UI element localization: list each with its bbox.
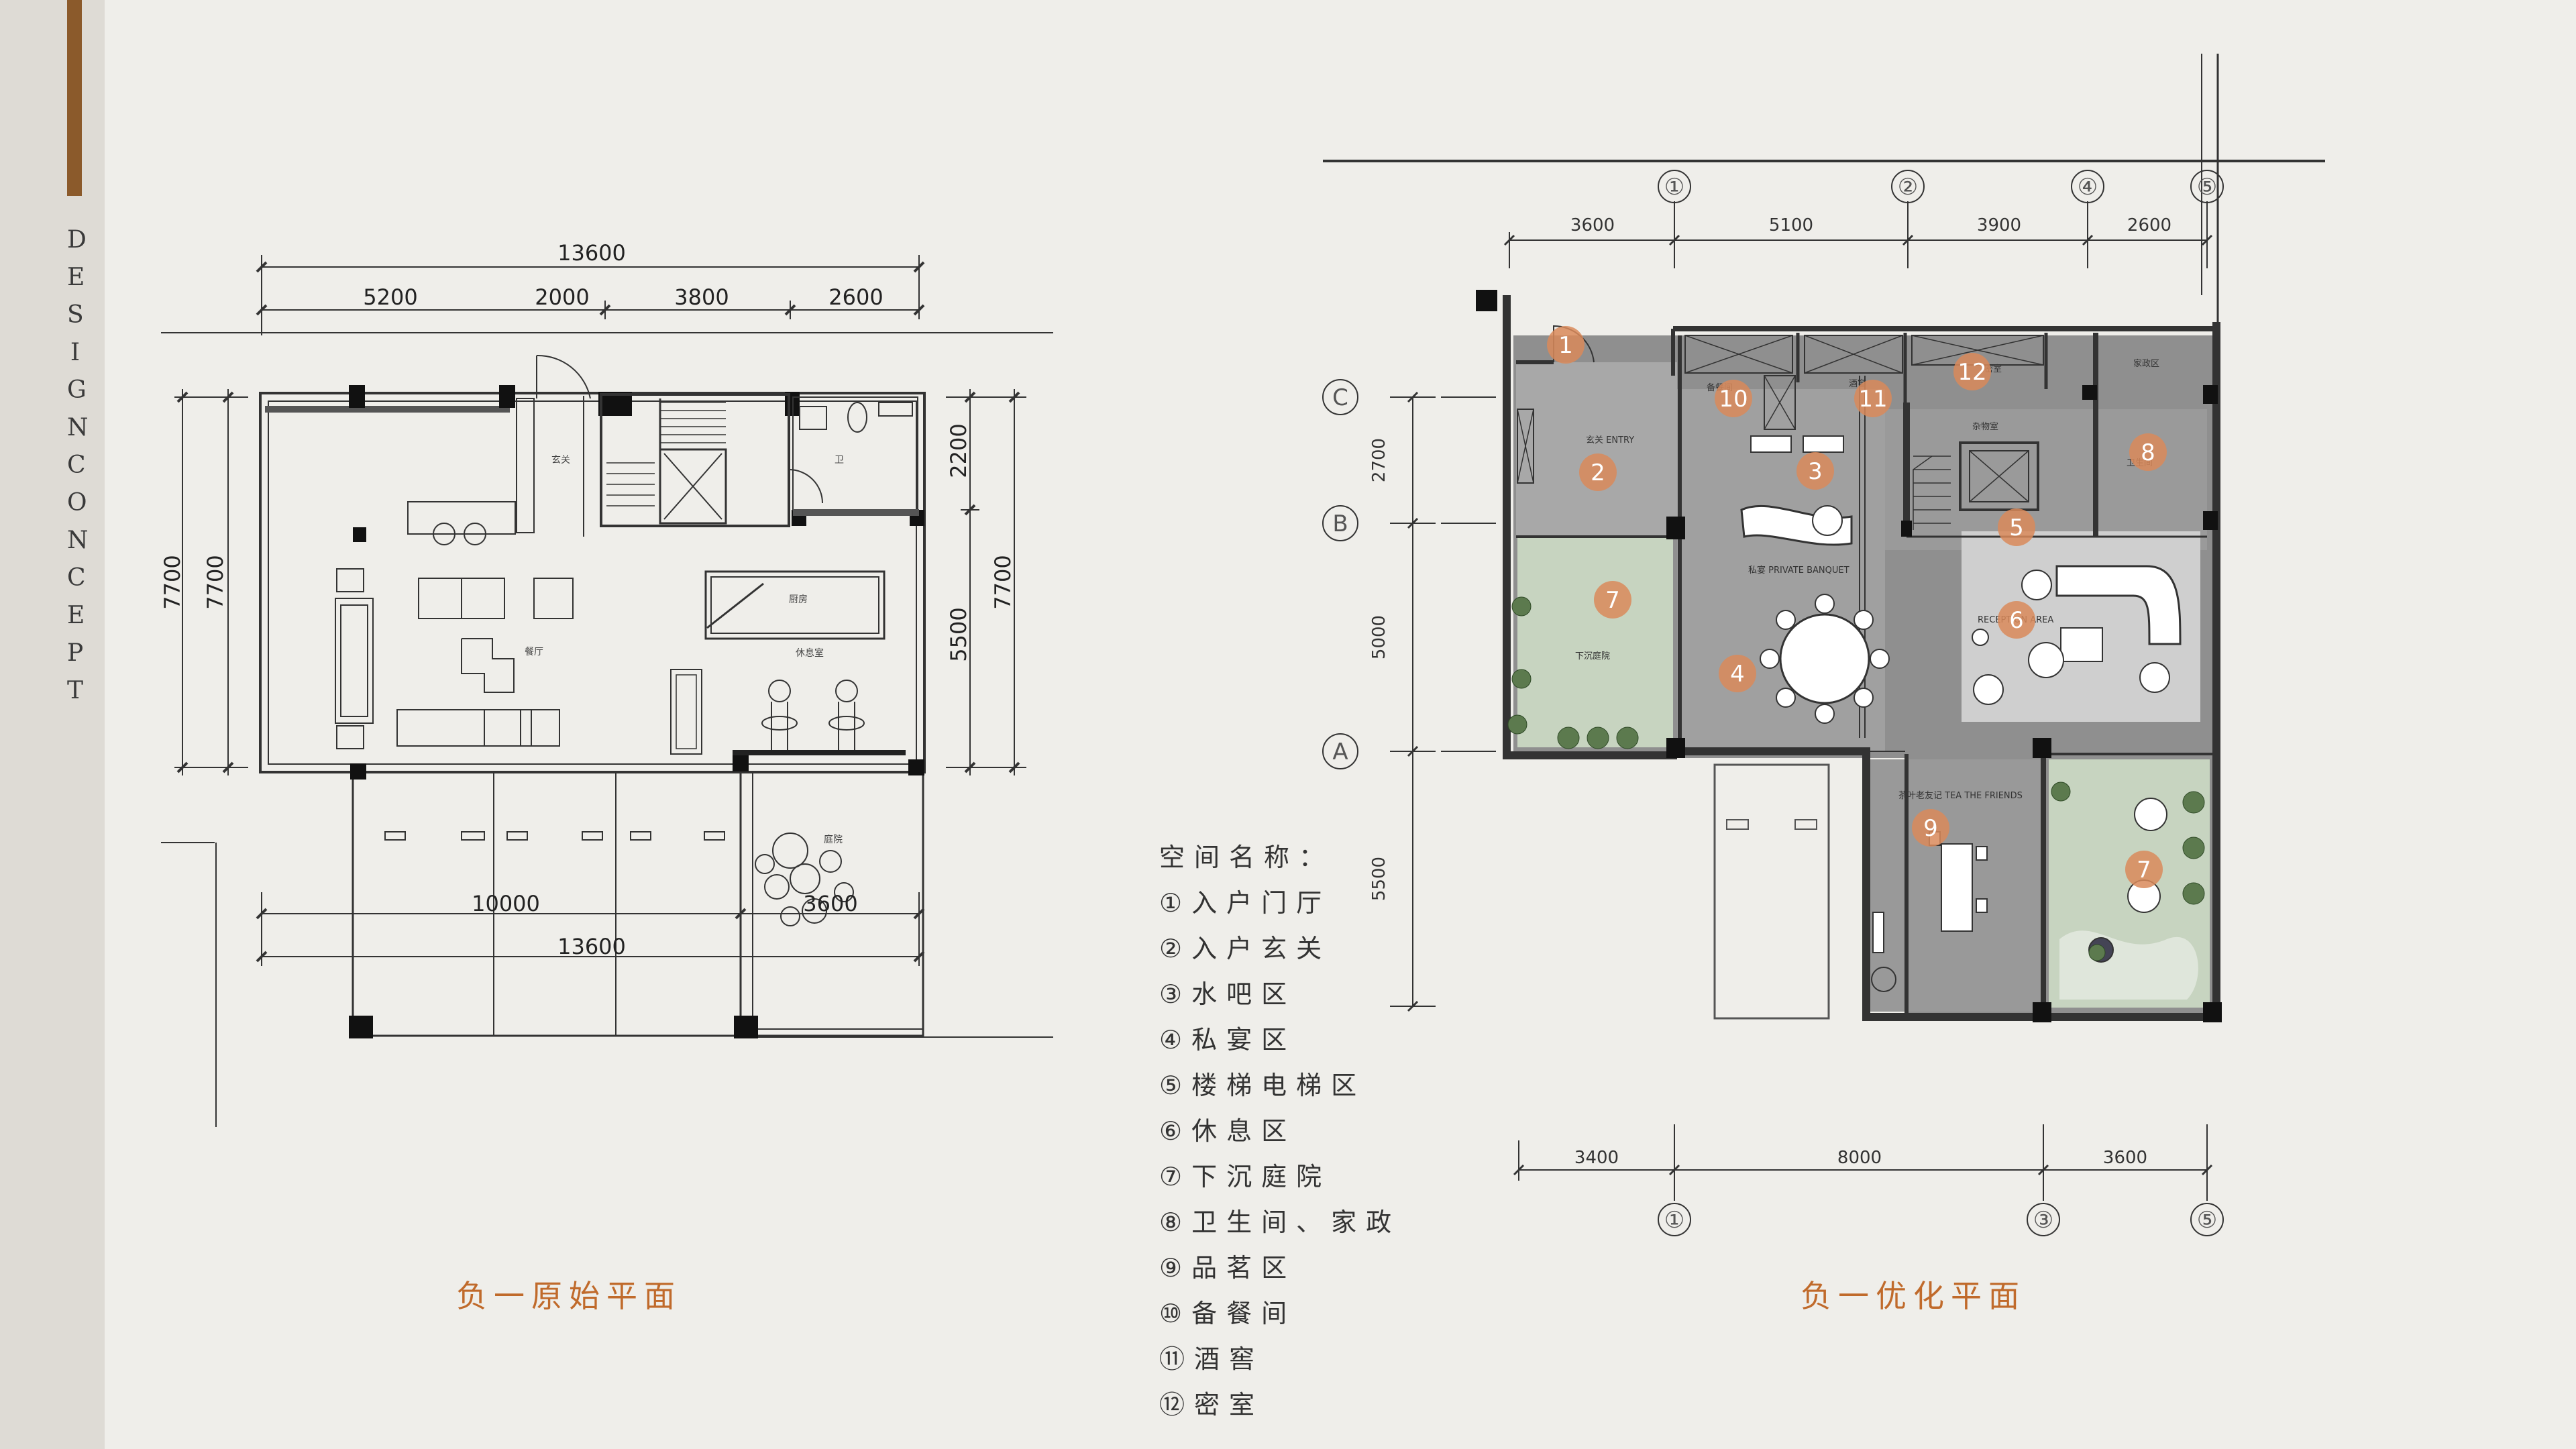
left-plan	[161, 255, 1053, 1127]
room-banquet: 私宴 PRIVATE BANQUET	[1748, 565, 1849, 576]
right-plan-caption: 负一优化平面	[1801, 1278, 2026, 1314]
legend-item-11: ⑪酒窖	[1159, 1344, 1265, 1374]
marker-5: 5	[2009, 515, 2024, 541]
dim-right-1: 2200	[946, 423, 971, 478]
left-room-dining: 餐厅	[525, 647, 543, 657]
dim-top-1: 5200	[363, 284, 417, 310]
legend-item-10: ⑩备餐间	[1159, 1299, 1297, 1328]
legend-item-5: ⑤楼梯电梯区	[1159, 1071, 1366, 1100]
rdim-top-3: 3900	[1977, 215, 2021, 235]
rdim-left-3: 5500	[1369, 857, 1389, 901]
right-plan	[1322, 54, 2325, 1236]
legend-item-3: ③水吧区	[1159, 979, 1297, 1009]
room-tea: 茶叶老友记 TEA THE FRIENDS	[1898, 790, 2023, 801]
sidebar	[0, 0, 105, 1449]
left-room-entry: 玄关	[551, 454, 570, 466]
dim-top-3: 3800	[674, 284, 729, 310]
axis-left-b: B	[1332, 511, 1348, 537]
room-courtyard: 下沉庭院	[1575, 651, 1610, 661]
legend-title: 空间名称：	[1159, 843, 1334, 872]
legend-item-7: ⑦下沉庭院	[1159, 1162, 1332, 1191]
dim-bottom-3: 13600	[557, 934, 626, 959]
dim-bottom-2: 3600	[803, 891, 857, 916]
marker-12: 12	[1957, 359, 1986, 386]
left-room-yard: 庭院	[824, 834, 843, 845]
rdim-bottom-2: 8000	[1837, 1148, 1882, 1168]
room-entry: 玄关 ENTRY	[1586, 435, 1634, 445]
legend-item-12: ⑫密室	[1159, 1390, 1265, 1419]
rdim-top-4: 2600	[2127, 215, 2171, 235]
dim-right-2: 5500	[946, 607, 971, 661]
dim-top-total: 13600	[557, 240, 626, 266]
rdim-left-1: 2700	[1369, 438, 1389, 482]
space-legend: 空间名称： ①入户门厅 ②入户玄关 ③水吧区 ④私宴区 ⑤楼梯电梯区 ⑥休息区 …	[1159, 835, 1401, 1428]
dim-bottom-1: 10000	[472, 891, 540, 916]
dim-right-3: 7700	[990, 555, 1016, 609]
axis-left-a: A	[1332, 739, 1348, 765]
marker-1: 1	[1558, 332, 1573, 359]
dim-left-1: 7700	[160, 555, 185, 609]
dim-left-2: 7700	[203, 555, 228, 609]
legend-item-9: ⑨品茗区	[1159, 1253, 1297, 1283]
rdim-top-2: 5100	[1769, 215, 1813, 235]
legend-item-8: ⑧卫生间、家政	[1159, 1208, 1401, 1237]
legend-item-4: ④私宴区	[1159, 1025, 1297, 1055]
dim-top-4: 2600	[828, 284, 883, 310]
legend-item-2: ②入户玄关	[1159, 934, 1332, 963]
marker-9: 9	[1923, 815, 1938, 842]
left-plan-caption: 负一原始平面	[456, 1278, 682, 1314]
marker-10: 10	[1719, 386, 1748, 413]
axis-bottom-5: ⑤	[2197, 1207, 2217, 1234]
vertical-title: DESIGNCONCEPT	[67, 226, 89, 704]
marker-11: 11	[1858, 386, 1887, 413]
legend-item-6: ⑥休息区	[1159, 1116, 1297, 1146]
axis-top-1: ①	[1664, 174, 1684, 201]
marker-7b: 7	[2137, 857, 2151, 883]
axis-left-c: C	[1332, 384, 1348, 411]
rdim-bottom-3: 3600	[2103, 1148, 2147, 1168]
marker-7a: 7	[1605, 587, 1620, 614]
room-markers: 1 2 3 4 5 6 7 7 8 9 10 11 12	[1547, 326, 2167, 888]
axis-top-2: ②	[1898, 174, 1918, 201]
accent-bar	[67, 0, 82, 196]
legend-item-1: ①入户门厅	[1159, 888, 1332, 918]
marker-2: 2	[1591, 460, 1605, 486]
rdim-left-2: 5000	[1369, 615, 1389, 659]
room-housework: 家政区	[2133, 358, 2159, 369]
dim-top-2: 2000	[535, 284, 589, 310]
room-storage: 杂物室	[1972, 421, 1998, 432]
marker-8: 8	[2141, 439, 2155, 466]
axis-top-5: ⑤	[2197, 174, 2217, 201]
axis-bottom-3: ③	[2033, 1207, 2053, 1234]
marker-4: 4	[1730, 661, 1745, 688]
axis-top-4: ④	[2078, 174, 2098, 201]
left-room-kitchen: 厨房	[789, 594, 808, 605]
left-room-toilet: 卫	[835, 455, 844, 466]
marker-6: 6	[2009, 607, 2024, 634]
marker-3: 3	[1808, 458, 1823, 485]
axis-bottom-1: ①	[1664, 1207, 1684, 1234]
rdim-bottom-1: 3400	[1574, 1148, 1619, 1168]
left-room-lounge: 休息室	[796, 647, 824, 659]
rdim-top-1: 3600	[1570, 215, 1615, 235]
